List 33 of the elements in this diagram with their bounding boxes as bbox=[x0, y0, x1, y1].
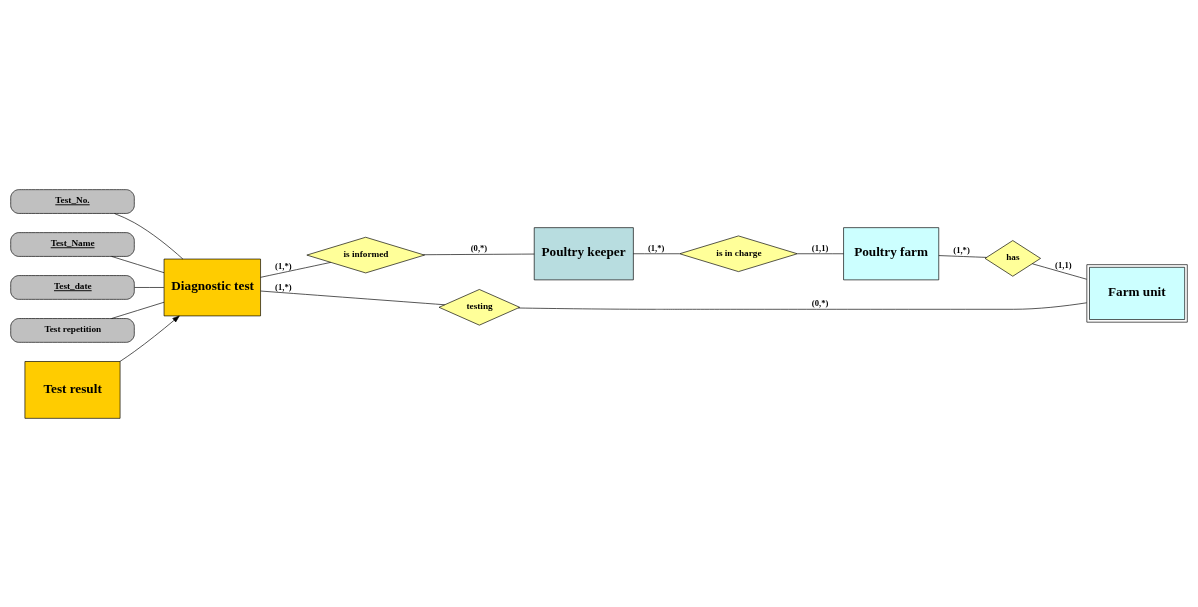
node-box: Test_No. bbox=[10, 188, 135, 214]
connector bbox=[114, 212, 184, 259]
edge-label: (1,1) bbox=[1055, 259, 1072, 270]
node-box: Test repetition bbox=[10, 317, 135, 343]
node-box: Test_date bbox=[10, 274, 135, 300]
edge-label: (1,*) bbox=[953, 244, 970, 255]
edge-label: (0,*) bbox=[470, 242, 488, 253]
connector bbox=[938, 254, 987, 258]
connector bbox=[797, 252, 844, 254]
connector bbox=[1032, 262, 1087, 280]
node-diamond: has bbox=[984, 239, 1041, 277]
edge-label: (0,*) bbox=[811, 297, 829, 308]
connector bbox=[134, 286, 165, 288]
edge-label: (1,*) bbox=[647, 242, 665, 253]
node-box: Diagnostic test bbox=[163, 258, 261, 316]
edge-label: (1,*) bbox=[275, 260, 292, 271]
connector bbox=[111, 255, 165, 273]
connector bbox=[111, 301, 165, 319]
arrow bbox=[119, 315, 180, 362]
connector bbox=[260, 290, 446, 305]
node-box: Test_Name bbox=[10, 231, 135, 257]
connector bbox=[633, 252, 680, 254]
node-diamond: testing bbox=[438, 288, 520, 325]
node-box: Test result bbox=[24, 360, 121, 419]
connector bbox=[260, 261, 332, 278]
node-diamond: is informed bbox=[306, 236, 425, 273]
node-box: Poultry farm bbox=[843, 226, 940, 280]
edge-label: (1,1) bbox=[811, 242, 829, 253]
node-diamond: is in charge bbox=[679, 235, 798, 272]
connector bbox=[517, 301, 1087, 310]
node-box: Poultry keeper bbox=[533, 226, 634, 280]
edge-label: (1,*) bbox=[275, 281, 292, 292]
connector bbox=[423, 253, 535, 255]
